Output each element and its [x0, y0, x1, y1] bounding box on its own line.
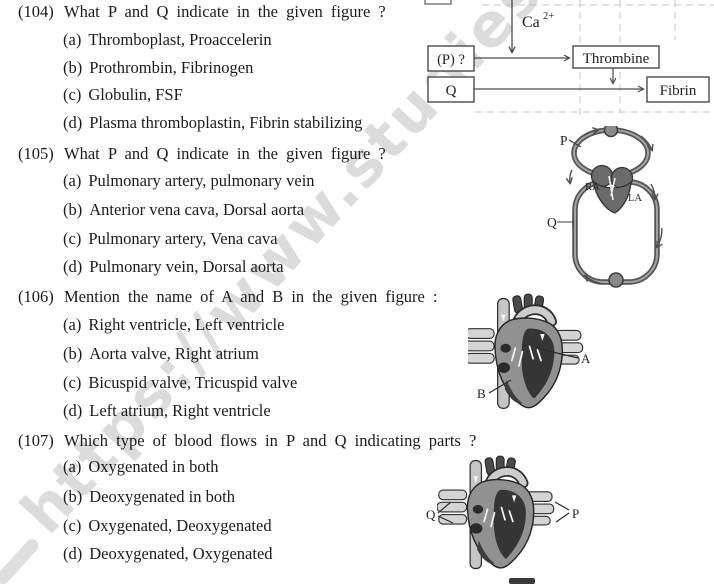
heart-figure-pq: Q P	[426, 452, 579, 584]
option-text: Oxygenated in both	[88, 457, 219, 476]
thrombine-box	[572, 45, 660, 69]
option-text: Aorta valve, Right atrium	[89, 344, 259, 363]
question-text: What P and Q indicate in the given figur…	[64, 144, 386, 163]
option-label: (c)	[63, 373, 82, 392]
a-pointer-line	[539, 348, 579, 359]
option-label: (c)	[63, 516, 82, 535]
lung-capillary-knot	[603, 126, 619, 138]
prothrombin-box	[427, 45, 475, 72]
option-label: (d)	[63, 401, 83, 420]
calcium-superscript: 2+	[543, 11, 554, 22]
option-row-104d: (d) Plasma thromboplastin, Fibrin stabili…	[63, 113, 362, 133]
a-label: A	[581, 351, 591, 366]
option-label: (a)	[63, 315, 82, 334]
question-number: (107)	[18, 431, 54, 450]
option-text: Anterior vena cava, Dorsal aorta	[89, 200, 305, 219]
option-label: (c)	[63, 229, 82, 248]
fibrinogen-box	[427, 76, 475, 103]
option-label: (d)	[63, 544, 83, 563]
fibrinogen-box-label: Q	[446, 83, 457, 99]
q-label: Q	[547, 215, 557, 230]
circulation-loop-figure: P RA LA Q	[547, 126, 713, 288]
scan-grid-lines	[475, 0, 714, 116]
heart-figure-ab: A B	[468, 292, 591, 427]
option-label: (d)	[63, 113, 83, 132]
option-text: Deoxygenated in both	[89, 487, 235, 506]
option-row-106a: (a) Right ventricle, Left ventricle	[63, 315, 284, 335]
option-label: (c)	[63, 85, 82, 104]
p-pointer-line	[568, 139, 582, 148]
p-label: P	[560, 133, 568, 148]
option-text: Bicuspid valve, Tricuspid valve	[88, 373, 298, 392]
option-row-105a: (a) Pulmonary artery, pulmonary vein	[63, 171, 315, 191]
watermark-fragment	[0, 536, 42, 587]
question-number: (104)	[18, 2, 54, 21]
option-label: (a)	[63, 30, 82, 49]
heart-illustration	[437, 456, 554, 568]
option-row-107b: (b) Deoxygenated in both	[63, 487, 235, 507]
prothrombin-box-label: (P) ?	[437, 52, 465, 68]
option-row-105c: (c) Pulmonary artery, Vena cava	[63, 229, 278, 249]
question-number: (106)	[18, 287, 54, 306]
option-text: Prothrombin, Fibrinogen	[89, 58, 254, 77]
option-text: Pulmonary vein, Dorsal aorta	[89, 257, 284, 276]
q-label: Q	[426, 507, 436, 522]
option-text: Pulmonary artery, Vena cava	[88, 229, 278, 248]
ra-label: RA	[585, 182, 600, 193]
option-row-104a: (a) Thromboplast, Proaccelerin	[63, 30, 272, 50]
option-text: Plasma thromboplastin, Fibrin stabilizin…	[89, 113, 363, 132]
option-row-104c: (c) Globulin, FSF	[63, 85, 183, 105]
la-label: LA	[628, 193, 642, 204]
option-row-107a: (a) Oxygenated in both	[63, 457, 218, 477]
option-text: Right ventricle, Left ventricle	[88, 315, 285, 334]
b-label: B	[477, 386, 486, 401]
fibrin-box	[646, 76, 710, 103]
question-text: Which type of blood flows in P and Q ind…	[64, 431, 477, 450]
option-text: Pulmonary artery, pulmonary vein	[88, 171, 315, 190]
question-text: What P and Q indicate in the given figur…	[64, 2, 386, 21]
calcium-label: Ca	[522, 14, 540, 31]
option-label: (a)	[63, 171, 82, 190]
p-pointer-lines	[554, 501, 570, 523]
option-row-106b: (b) Aorta valve, Right atrium	[63, 344, 259, 364]
question-number: (105)	[18, 144, 54, 163]
b-pointer-line	[488, 379, 512, 394]
option-text: Left atrium, Right ventricle	[89, 401, 271, 420]
option-label: (a)	[63, 457, 82, 476]
option-text: Oxygenated, Deoxygenated	[88, 516, 272, 535]
cutoff-box	[424, 0, 452, 5]
option-row-107c: (c) Oxygenated, Deoxygenated	[63, 516, 272, 536]
option-row-105b: (b) Anterior vena cava, Dorsal aorta	[63, 200, 304, 220]
body-capillary-knot	[608, 272, 624, 288]
thrombine-box-label: Thrombine	[583, 51, 650, 67]
option-row-105d: (d) Pulmonary vein, Dorsal aorta	[63, 257, 284, 277]
option-label: (b)	[63, 58, 83, 77]
p-label: P	[572, 506, 579, 521]
option-label: (b)	[63, 344, 83, 363]
option-text: Thromboplast, Proaccelerin	[88, 30, 272, 49]
option-label: (d)	[63, 257, 83, 276]
descending-aorta-stub	[509, 578, 535, 584]
option-row-104b: (b) Prothrombin, Fibrinogen	[63, 58, 253, 78]
option-label: (b)	[63, 487, 83, 506]
option-text: Globulin, FSF	[88, 85, 183, 104]
flow-arrows	[570, 130, 662, 285]
option-row-106c: (c) Bicuspid valve, Tricuspid valve	[63, 373, 297, 393]
heart-blob	[590, 164, 634, 214]
clotting-flowchart-figure: Ca 2+ (P) ? Thrombine Q Fibrin	[424, 0, 714, 116]
q-pointer-lines	[437, 501, 454, 524]
option-row-106d: (d) Left atrium, Right ventricle	[63, 401, 271, 421]
option-label: (b)	[63, 200, 83, 219]
fibrin-box-label: Fibrin	[660, 83, 697, 99]
option-text: Deoxygenated, Oxygenated	[89, 544, 273, 563]
question-text: Mention the name of A and B in the given…	[64, 287, 438, 306]
option-row-107d: (d) Deoxygenated, Oxygenated	[63, 544, 273, 564]
